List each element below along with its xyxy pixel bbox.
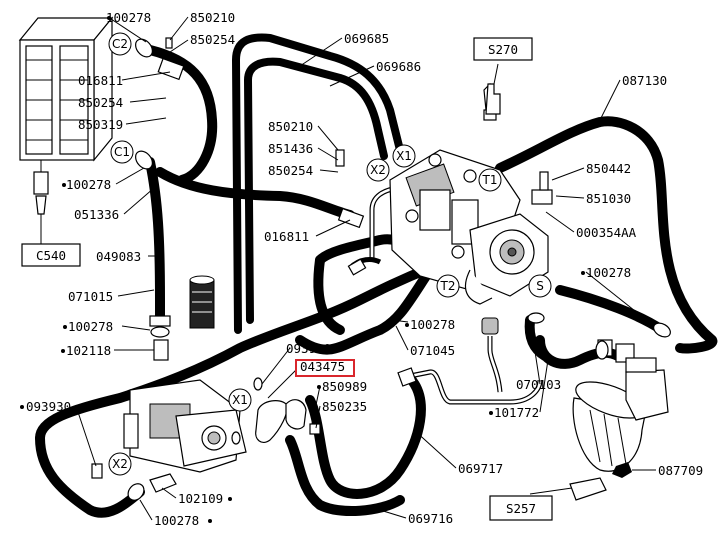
- label-071045: 071045: [410, 343, 455, 358]
- box-s270: S270: [488, 42, 518, 57]
- marker-x1-bottom: X1: [232, 393, 248, 407]
- hose-clamps: [127, 38, 671, 501]
- label-069686: 069686: [376, 59, 421, 74]
- label-850210-top: 850210: [190, 10, 235, 25]
- label-102109: 102109: [178, 491, 223, 506]
- label-000354AA: 000354AA: [576, 225, 637, 240]
- filter-049083: [189, 275, 215, 329]
- label-850254-mid: 850254: [78, 95, 123, 110]
- leader-lines: [41, 16, 656, 521]
- marker-t2: T2: [440, 279, 456, 293]
- marker-c1: C1: [114, 145, 130, 159]
- label-850254-top: 850254: [190, 32, 235, 47]
- label-093930-center: 093930: [286, 341, 331, 356]
- label-850210-mid: 850210: [268, 119, 313, 134]
- label-100278-top: 100278: [106, 10, 151, 25]
- label-043475: 043475: [300, 359, 345, 374]
- connection-markers: C2 C1 X1 X2 T1 T2 S X1 X2: [108, 32, 552, 476]
- label-049083: 049083: [96, 249, 141, 264]
- label-102118: 102118: [66, 343, 111, 358]
- label-016811-mid: 016811: [264, 229, 309, 244]
- reference-boxes: S270 C540 S257: [21, 37, 553, 521]
- marker-t1: T1: [482, 173, 498, 187]
- marker-s: S: [536, 279, 544, 293]
- label-101772: 101772: [494, 405, 539, 420]
- part-labels: 100278 850210 850254 069685 069686 08713…: [20, 10, 703, 528]
- label-087130: 087130: [622, 73, 667, 88]
- pointer-hand-icon: [485, 83, 501, 115]
- label-069716: 069716: [408, 511, 453, 526]
- label-087709: 087709: [658, 463, 703, 478]
- marker-x1-top: X1: [396, 149, 412, 163]
- label-850442: 850442: [586, 161, 631, 176]
- box-c540: C540: [36, 248, 66, 263]
- label-100278-left: 100278: [68, 319, 113, 334]
- label-071015: 071015: [68, 289, 113, 304]
- label-070103: 070103: [516, 377, 561, 392]
- highlight-box-043475: [295, 359, 355, 377]
- hydraulic-motor: [91, 379, 247, 493]
- label-100278-c1: 100278: [66, 177, 111, 192]
- label-069717: 069717: [458, 461, 503, 476]
- hose-lines: [35, 33, 718, 518]
- marker-x2-top: X2: [370, 163, 386, 177]
- label-850989: 850989: [322, 379, 367, 394]
- label-069685: 069685: [344, 31, 389, 46]
- return-filter: [569, 357, 669, 501]
- marker-x2-bottom: X2: [112, 457, 128, 471]
- label-850254-b: 850254: [268, 163, 313, 178]
- label-016811-top: 016811: [78, 73, 123, 88]
- label-851436: 851436: [268, 141, 313, 156]
- label-100278-right: 100278: [586, 265, 631, 280]
- label-100278-center: 100278: [410, 317, 455, 332]
- label-850235: 850235: [322, 399, 367, 414]
- label-851030: 851030: [586, 191, 631, 206]
- oil-cooler: [18, 16, 114, 244]
- label-850319: 850319: [78, 117, 123, 132]
- label-100278-bottom: 100278: [154, 513, 199, 528]
- marker-c2: C2: [112, 37, 128, 51]
- box-s257: S257: [506, 501, 536, 516]
- label-093930-left: 093930: [26, 399, 71, 414]
- label-051336: 051336: [74, 207, 119, 222]
